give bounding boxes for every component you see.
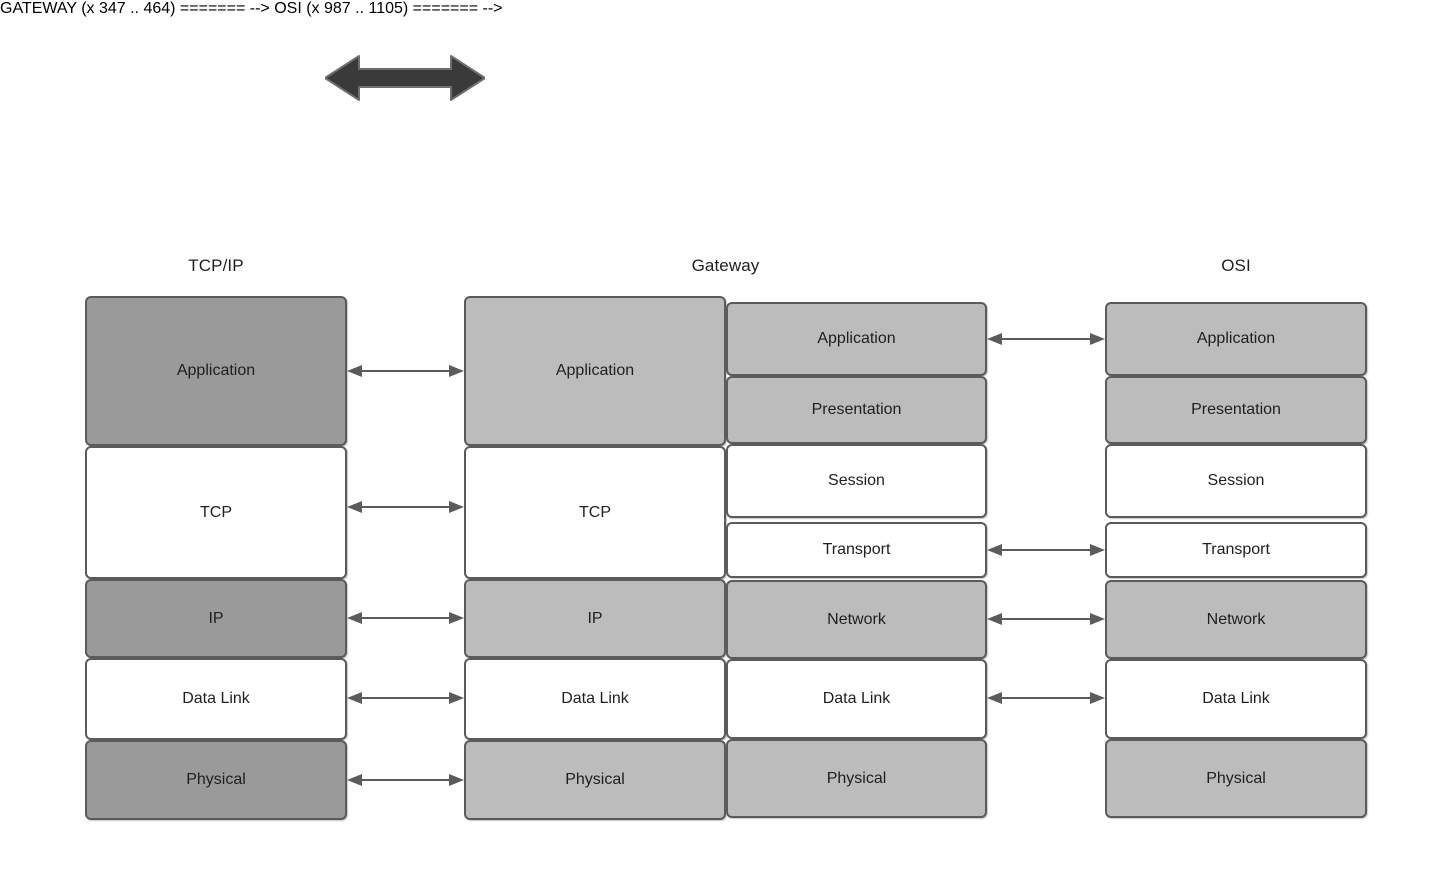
gateway-right-layer-application[interactable]: Application <box>726 302 987 376</box>
column-title-tcpip: TCP/IP <box>188 256 244 275</box>
connector-tcpip-gateway-application <box>347 360 464 382</box>
gateway-right-layer-physical[interactable]: Physical <box>726 739 987 818</box>
gateway-left-layer-physical[interactable]: Physical <box>464 740 726 820</box>
gateway-left-layer-data-link[interactable]: Data Link <box>464 658 726 740</box>
tcpip-layer-ip[interactable]: IP <box>85 579 347 658</box>
gateway-right-layer-session[interactable]: Session <box>726 444 987 518</box>
top-double-arrow-icon <box>324 52 486 104</box>
gateway-right-layer-transport[interactable]: Transport <box>726 522 987 578</box>
tcpip-layer-application[interactable]: Application <box>85 296 347 446</box>
osi-layer-application[interactable]: Application <box>1105 302 1367 376</box>
tcpip-layer-physical[interactable]: Physical <box>85 740 347 820</box>
tcpip-layer-tcp[interactable]: TCP <box>85 446 347 579</box>
gateway-left-layer-application[interactable]: Application <box>464 296 726 446</box>
gateway-right-layer-data-link[interactable]: Data Link <box>726 659 987 739</box>
connector-gateway-osi-transport <box>987 539 1105 561</box>
connector-gateway-osi-application <box>987 328 1105 350</box>
gateway-left-layer-ip[interactable]: IP <box>464 579 726 658</box>
connector-gateway-osi-data-link <box>987 687 1105 709</box>
osi-layer-data-link[interactable]: Data Link <box>1105 659 1367 739</box>
osi-layer-presentation[interactable]: Presentation <box>1105 376 1367 444</box>
osi-layer-network[interactable]: Network <box>1105 580 1367 659</box>
osi-layer-session[interactable]: Session <box>1105 444 1367 518</box>
connector-gateway-osi-network <box>987 608 1105 630</box>
column-title-osi: OSI <box>1221 256 1251 275</box>
gateway-left-layer-tcp[interactable]: TCP <box>464 446 726 579</box>
gateway-right-layer-presentation[interactable]: Presentation <box>726 376 987 444</box>
connector-tcpip-gateway-tcp <box>347 496 464 518</box>
connector-tcpip-gateway-data-link <box>347 687 464 709</box>
osi-layer-transport[interactable]: Transport <box>1105 522 1367 578</box>
connector-tcpip-gateway-ip <box>347 607 464 629</box>
connector-tcpip-gateway-physical <box>347 769 464 791</box>
tcpip-layer-data-link[interactable]: Data Link <box>85 658 347 740</box>
osi-layer-physical[interactable]: Physical <box>1105 739 1367 818</box>
gateway-right-layer-network[interactable]: Network <box>726 580 987 659</box>
column-title-gateway: Gateway <box>691 256 760 275</box>
